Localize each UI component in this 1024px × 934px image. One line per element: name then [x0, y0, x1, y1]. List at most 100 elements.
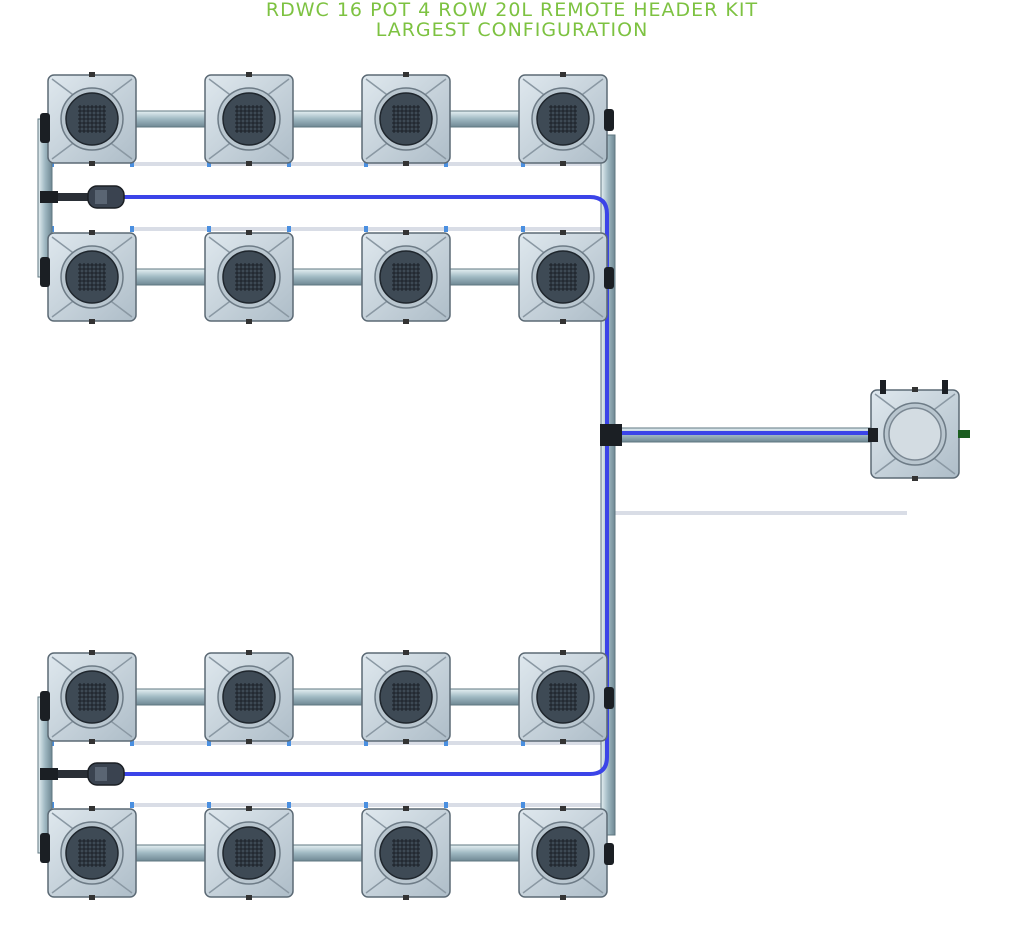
pump-fitting: [40, 768, 58, 780]
manifold-tee: [600, 424, 622, 446]
connectors: [40, 109, 622, 865]
pot: [47, 72, 137, 166]
pot: [47, 806, 137, 900]
manifold-elbow: [604, 267, 614, 289]
pot-bevel: [51, 812, 133, 894]
rail-tick: [521, 802, 525, 808]
basket-grid: [392, 105, 420, 133]
pot: [361, 806, 451, 900]
left-elbow: [40, 257, 50, 287]
pot-tab: [912, 387, 918, 392]
pot-bevel: [522, 656, 604, 738]
pot-bevel: [51, 656, 133, 738]
pot-tab: [560, 739, 566, 744]
pot-bevel: [522, 236, 604, 318]
pot: [47, 650, 137, 744]
pot-bevel: [522, 78, 604, 160]
rail-tick: [207, 802, 211, 808]
basket-grid: [235, 839, 263, 867]
pot-tab: [246, 650, 252, 655]
pump-stem: [58, 770, 88, 778]
pot-tab: [246, 319, 252, 324]
pot-tab: [403, 72, 409, 77]
rail-tick: [130, 161, 134, 167]
pot-tab: [403, 230, 409, 235]
title-line-1: RDWC 16 POT 4 ROW 20L REMOTE HEADER KIT: [265, 0, 759, 21]
basket-grid: [78, 683, 106, 711]
pot-tab: [89, 895, 95, 900]
frame-rail-header: [612, 511, 907, 515]
row-pipe: [129, 110, 571, 128]
pot: [204, 72, 294, 166]
rail-tick: [207, 161, 211, 167]
left-elbow: [40, 113, 50, 143]
pump-detail: [95, 190, 107, 204]
pot: [204, 230, 294, 324]
basket-grid: [78, 839, 106, 867]
pot-tab: [560, 72, 566, 77]
pot-bevel: [51, 78, 133, 160]
basket-grid: [78, 105, 106, 133]
basket-grid: [549, 839, 577, 867]
rail-tick: [287, 161, 291, 167]
rail-tick: [364, 802, 368, 808]
row-pipe: [129, 268, 571, 286]
rail-tick: [444, 226, 448, 232]
pot-tab: [89, 739, 95, 744]
pot-pipes: [37, 110, 571, 862]
pot-tab: [89, 806, 95, 811]
rail-tick: [444, 740, 448, 746]
pot: [204, 650, 294, 744]
header-handle: [942, 380, 948, 394]
rail-tick: [444, 802, 448, 808]
pot-tab: [246, 72, 252, 77]
pot: [518, 72, 608, 166]
pot-tab: [560, 319, 566, 324]
rail-tick: [444, 161, 448, 167]
rail-tick: [364, 226, 368, 232]
rail-tick: [287, 802, 291, 808]
basket-grid: [392, 839, 420, 867]
pot-tab: [89, 650, 95, 655]
pot-tab: [89, 72, 95, 77]
pot-tab: [560, 161, 566, 166]
pot-bevel: [208, 78, 290, 160]
pot-bevel: [874, 393, 956, 475]
title-block: RDWC 16 POT 4 ROW 20L REMOTE HEADER KIT …: [0, 0, 1024, 40]
basket-grid: [549, 683, 577, 711]
pot-tab: [403, 319, 409, 324]
header-outlet: [958, 430, 970, 438]
pot-tab: [403, 806, 409, 811]
pot-tab: [403, 895, 409, 900]
pot-tab: [246, 806, 252, 811]
pot-tab: [912, 476, 918, 481]
pot: [870, 387, 960, 481]
pot-tab: [560, 806, 566, 811]
left-elbow: [40, 691, 50, 721]
frame-rail: [130, 162, 610, 166]
pot: [518, 650, 608, 744]
manifold-pipe: [600, 134, 876, 836]
rail-tick: [364, 740, 368, 746]
pump-detail: [95, 767, 107, 781]
rail-tick: [130, 802, 134, 808]
frame-lines: [50, 161, 907, 808]
pot: [204, 806, 294, 900]
rail-tick: [207, 226, 211, 232]
pot-bevel: [208, 812, 290, 894]
rail-tick: [207, 740, 211, 746]
pot-bevel: [365, 812, 447, 894]
header-lid: [888, 407, 942, 461]
blue-hoses: [120, 195, 875, 776]
basket-grid: [549, 263, 577, 291]
pump-fitting: [40, 191, 58, 203]
hose-bottom: [120, 445, 609, 776]
frame-rail: [130, 803, 610, 807]
rail-tick: [521, 740, 525, 746]
rail-tick: [287, 740, 291, 746]
pot-tab: [246, 739, 252, 744]
pot-bevel: [208, 236, 290, 318]
pot-bevel: [51, 236, 133, 318]
pot-bevel: [522, 812, 604, 894]
pot-tab: [560, 230, 566, 235]
